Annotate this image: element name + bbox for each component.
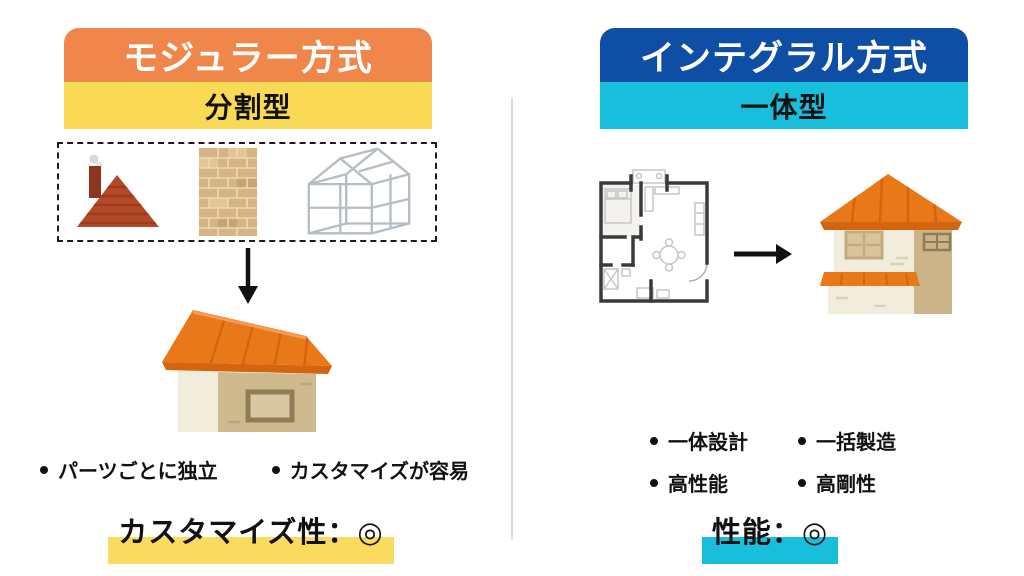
right-score-label: 性能：◎ (711, 517, 829, 549)
modular-parts-box (57, 142, 437, 242)
right-panel-header: インテグラル方式 一体型 (600, 28, 968, 129)
right-highlight-bar (701, 537, 839, 564)
assembled-house-illustration (162, 310, 332, 432)
left-panel-header: モジュラー方式 分割型 (64, 28, 432, 129)
brick-wall-icon (199, 148, 257, 236)
left-highlight-bar (108, 537, 394, 564)
integral-house-illustration (820, 174, 962, 314)
left-bullet-1: パーツごとに独立 (36, 455, 218, 484)
frame-structure-icon (307, 147, 411, 235)
floor-plan-illustration (599, 169, 709, 303)
roof-part-icon (77, 154, 159, 227)
right-panel-title: インテグラル方式 (600, 28, 968, 82)
left-bullet-2: カスタマイズが容易 (268, 455, 469, 484)
left-bullet-list: パーツごとに独立 カスタマイズが容易 (36, 455, 469, 484)
right-bullet-2: 一括製造 (794, 426, 942, 455)
right-score: 性能：◎ (540, 509, 1000, 564)
left-panel-title: モジュラー方式 (64, 28, 432, 82)
right-bullet-1: 一体設計 (646, 426, 794, 455)
right-bullet-4: 高剛性 (794, 468, 942, 497)
left-score: カスタマイズ性：◎ (20, 509, 482, 564)
right-bullet-list: 一体設計 一括製造 高性能 高剛性 (646, 426, 942, 497)
down-arrow-icon (238, 248, 258, 304)
left-score-label: カスタマイズ性：◎ (118, 517, 384, 549)
center-divider (511, 97, 513, 540)
right-arrow-icon (734, 244, 792, 264)
right-panel-subtitle: 一体型 (600, 82, 968, 129)
right-bullet-3: 高性能 (646, 468, 794, 497)
left-panel-subtitle: 分割型 (64, 82, 432, 129)
